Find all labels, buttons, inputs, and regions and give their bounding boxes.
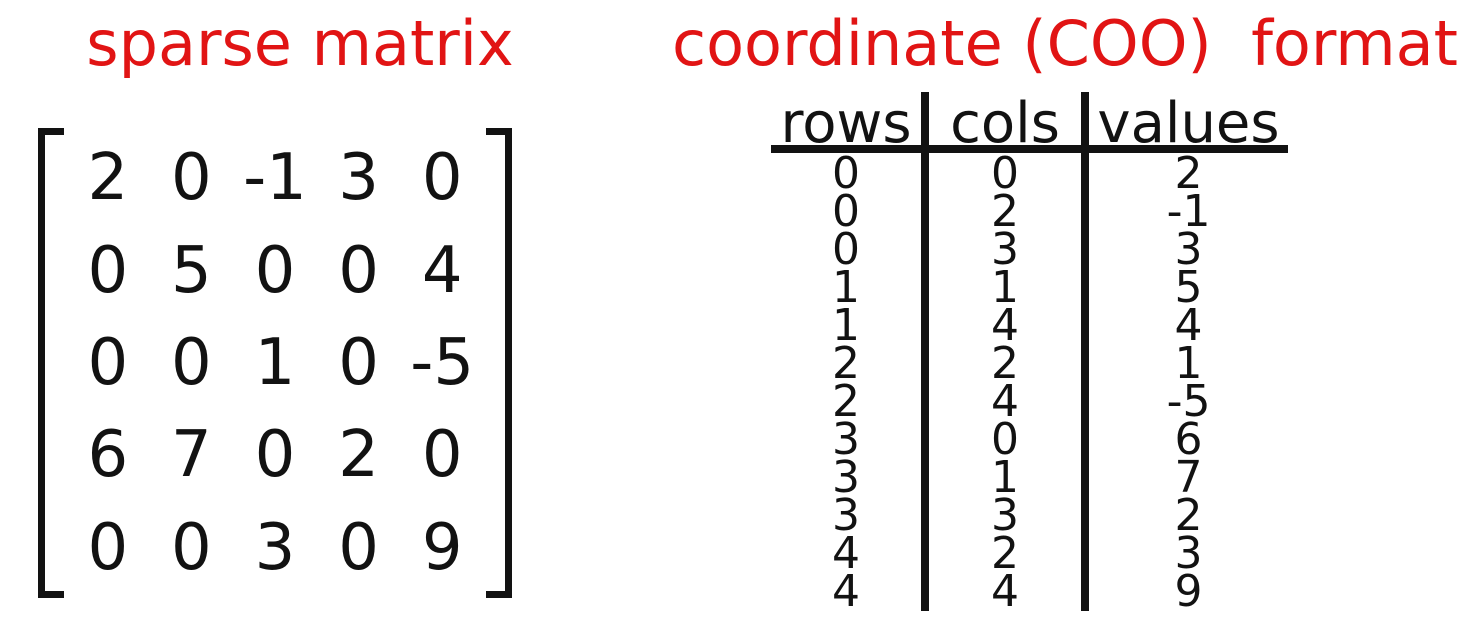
coo-values-value: -5 — [1166, 376, 1211, 427]
coo-cols-value: 2 — [991, 186, 1019, 237]
coo-column-values: values 2 -1 3 5 4 1 -5 6 7 2 3 9 — [1089, 92, 1288, 617]
matrix-cell: 3 — [254, 510, 296, 585]
coo-rows-value: 0 — [832, 224, 860, 275]
coo-cols-value: 1 — [991, 452, 1019, 503]
coo-table: rows 0 0 0 1 1 2 2 3 3 3 4 4 cols 0 2 3 … — [771, 92, 1288, 617]
coo-rows-value: 4 — [832, 528, 860, 579]
coo-values-value: 2 — [1174, 148, 1203, 199]
coo-data-values: 2 -1 3 5 4 1 -5 6 7 2 3 9 — [1089, 148, 1288, 617]
matrix-cell: 9 — [421, 510, 463, 585]
coo-rows-value: 4 — [832, 566, 860, 617]
coo-rows-value: 3 — [832, 490, 860, 541]
matrix-cell: 1 — [254, 325, 296, 400]
coo-rows-value: 1 — [832, 262, 860, 313]
coo-data-rows: 0 0 0 1 1 2 2 3 3 3 4 4 — [771, 148, 921, 617]
coo-values-value: 3 — [1174, 528, 1203, 579]
coo-cols-value: 2 — [991, 338, 1019, 389]
matrix-cell: 0 — [421, 141, 463, 216]
coo-cols-value: 0 — [991, 148, 1019, 199]
coo-values-value: 9 — [1174, 566, 1203, 617]
coo-cols-value: 4 — [991, 566, 1019, 617]
matrix-cell: 2 — [87, 141, 129, 216]
coo-header-rows: rows — [771, 92, 921, 156]
matrix-cell: 0 — [338, 233, 379, 308]
matrix-cell: -1 — [243, 141, 307, 216]
matrix-left-bracket — [38, 128, 64, 598]
matrix-cell: 0 — [87, 325, 129, 400]
coo-rows-value: 3 — [832, 414, 860, 465]
coo-values-value: 7 — [1174, 452, 1203, 503]
matrix-cell: 0 — [254, 233, 296, 308]
sparse-matrix-title: sparse matrix — [86, 7, 514, 80]
coo-values-value: 6 — [1174, 414, 1203, 465]
coo-cols-value: 4 — [991, 300, 1019, 351]
coo-rows-value: 2 — [832, 376, 860, 427]
coo-column-cols: cols 0 2 3 1 4 2 4 0 1 3 2 4 — [929, 92, 1089, 617]
coo-cols-value: 2 — [991, 528, 1019, 579]
matrix-cell: 3 — [338, 141, 379, 216]
coo-cols-value: 3 — [991, 224, 1019, 275]
coo-rows-value: 0 — [832, 148, 860, 199]
sparse-matrix: 2 0 -1 3 0 0 5 0 0 4 0 0 1 0 -5 6 7 0 2 … — [38, 128, 512, 598]
coo-values-value: 4 — [1174, 300, 1203, 351]
coo-header-values: values — [1089, 92, 1288, 156]
matrix-cell: 0 — [171, 510, 212, 585]
matrix-cell: 0 — [87, 233, 129, 308]
matrix-cell: 0 — [338, 510, 379, 585]
matrix-cell: 0 — [421, 418, 463, 493]
matrix-cell: 5 — [171, 233, 212, 308]
coo-values-value: 2 — [1174, 490, 1203, 541]
coo-values-value: 3 — [1174, 224, 1203, 275]
matrix-cell: 7 — [171, 418, 212, 493]
coo-cols-value: 0 — [991, 414, 1019, 465]
coo-header-cols: cols — [929, 92, 1081, 156]
coo-cols-value: 1 — [991, 262, 1019, 313]
coo-column-rows: rows 0 0 0 1 1 2 2 3 3 3 4 4 — [771, 92, 929, 617]
matrix-cell: 0 — [171, 325, 212, 400]
coo-values-value: 1 — [1174, 338, 1203, 389]
coo-rows-value: 3 — [832, 452, 860, 503]
coo-cols-value: 4 — [991, 376, 1019, 427]
coo-values-value: -1 — [1166, 186, 1211, 237]
matrix-right-bracket — [486, 128, 512, 598]
coo-rows-value: 1 — [832, 300, 860, 351]
coo-rows-value: 2 — [832, 338, 860, 389]
coo-format-title: coordinate (COO) format — [672, 7, 1458, 80]
matrix-cell: 4 — [421, 233, 463, 308]
coo-values-value: 5 — [1174, 262, 1203, 313]
matrix-grid: 2 0 -1 3 0 0 5 0 0 4 0 0 1 0 -5 6 7 0 2 … — [64, 128, 486, 598]
matrix-cell: -5 — [410, 325, 475, 400]
matrix-cell: 0 — [87, 510, 129, 585]
matrix-cell: 6 — [87, 418, 129, 493]
matrix-cell: 0 — [338, 325, 379, 400]
matrix-cell: 2 — [338, 418, 379, 493]
matrix-cell: 0 — [254, 418, 296, 493]
coo-data-cols: 0 2 3 1 4 2 4 0 1 3 2 4 — [929, 148, 1081, 617]
matrix-cell: 0 — [171, 141, 212, 216]
coo-rows-value: 0 — [832, 186, 860, 237]
coo-cols-value: 3 — [991, 490, 1019, 541]
